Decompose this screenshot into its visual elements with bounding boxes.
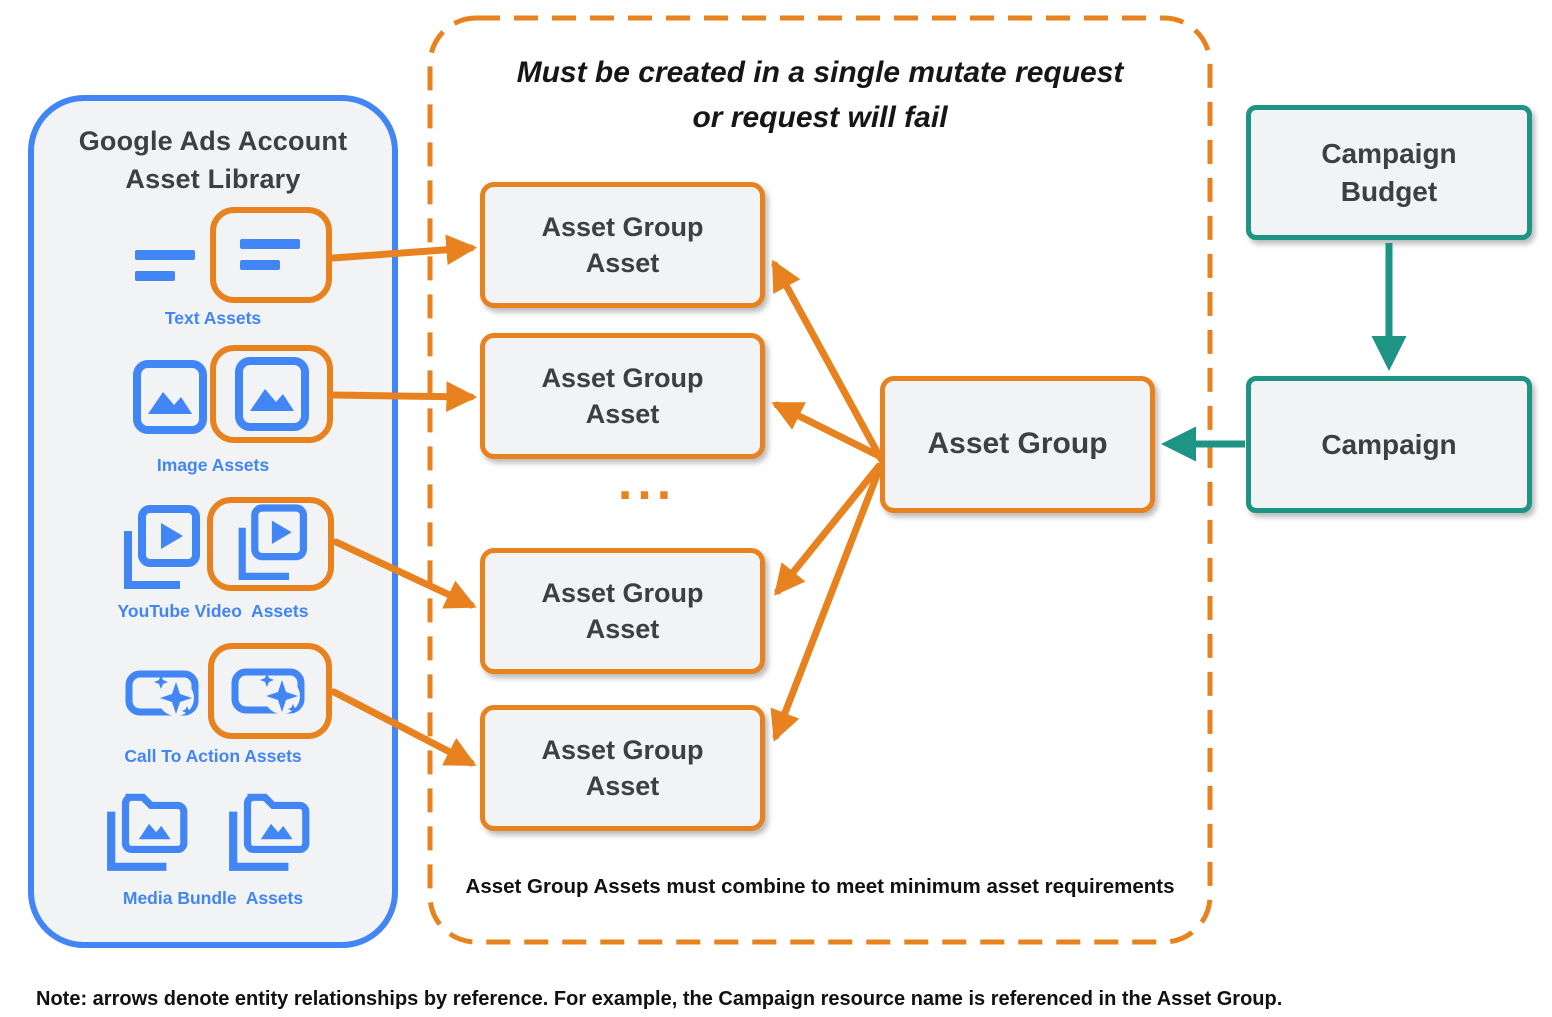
campaign-box: Campaign xyxy=(1246,376,1532,513)
button-sparkle-icon xyxy=(231,668,305,714)
asset-library-panel: Google Ads Account Asset Library Text As… xyxy=(28,95,398,948)
footnote: Note: arrows denote entity relationships… xyxy=(36,988,1283,1010)
asset-group-asset-box: Asset Group Asset xyxy=(480,705,765,831)
button-sparkle-icon xyxy=(125,670,199,716)
image-icon xyxy=(234,357,309,431)
image-asset-highlight-box xyxy=(210,345,333,443)
folder-image-stack-icon xyxy=(229,793,310,871)
image-assets-label: Image Assets xyxy=(156,455,270,475)
campaign-budget-box: Campaign Budget xyxy=(1246,105,1532,240)
more-assets-ellipsis: ... xyxy=(617,453,677,511)
text-lines-icon xyxy=(135,250,195,281)
video-play-stack-icon xyxy=(238,504,307,580)
asset-group-asset-label: Asset Group Asset xyxy=(541,577,704,644)
cta-assets-label: Call To Action Assets xyxy=(124,746,302,766)
cta-asset-highlight-box xyxy=(208,643,332,739)
text-lines-icon xyxy=(240,239,300,270)
campaign-label: Campaign xyxy=(1321,428,1457,460)
asset-group-asset-box: Asset Group Asset xyxy=(480,548,765,674)
campaign-budget-label: Campaign Budget xyxy=(1321,137,1457,207)
youtube-asset-highlight-box xyxy=(207,497,334,591)
mutate-request-title: Must be created in a single mutate reque… xyxy=(516,56,1124,134)
asset-group-asset-box: Asset Group Asset xyxy=(480,333,765,459)
video-play-stack-icon xyxy=(124,505,200,589)
image-icon xyxy=(133,360,207,434)
youtube-assets-label: YouTube Video Assets xyxy=(117,601,309,621)
asset-requirements-note: Asset Group Assets must combine to meet … xyxy=(465,875,1175,898)
asset-group-asset-label: Asset Group Asset xyxy=(541,211,704,278)
media-bundle-assets-label: Media Bundle Assets xyxy=(122,888,304,908)
folder-image-stack-icon xyxy=(107,793,188,871)
asset-group-asset-box: Asset Group Asset xyxy=(480,182,765,308)
asset-group-box: Asset Group xyxy=(880,376,1155,513)
text-asset-highlight-box xyxy=(210,207,332,303)
asset-group-label: Asset Group xyxy=(927,427,1108,461)
text-assets-label: Text Assets xyxy=(164,308,262,328)
asset-library-title: Google Ads Account Asset Library xyxy=(78,126,348,194)
asset-group-asset-label: Asset Group Asset xyxy=(541,734,704,801)
asset-group-asset-label: Asset Group Asset xyxy=(541,362,704,429)
